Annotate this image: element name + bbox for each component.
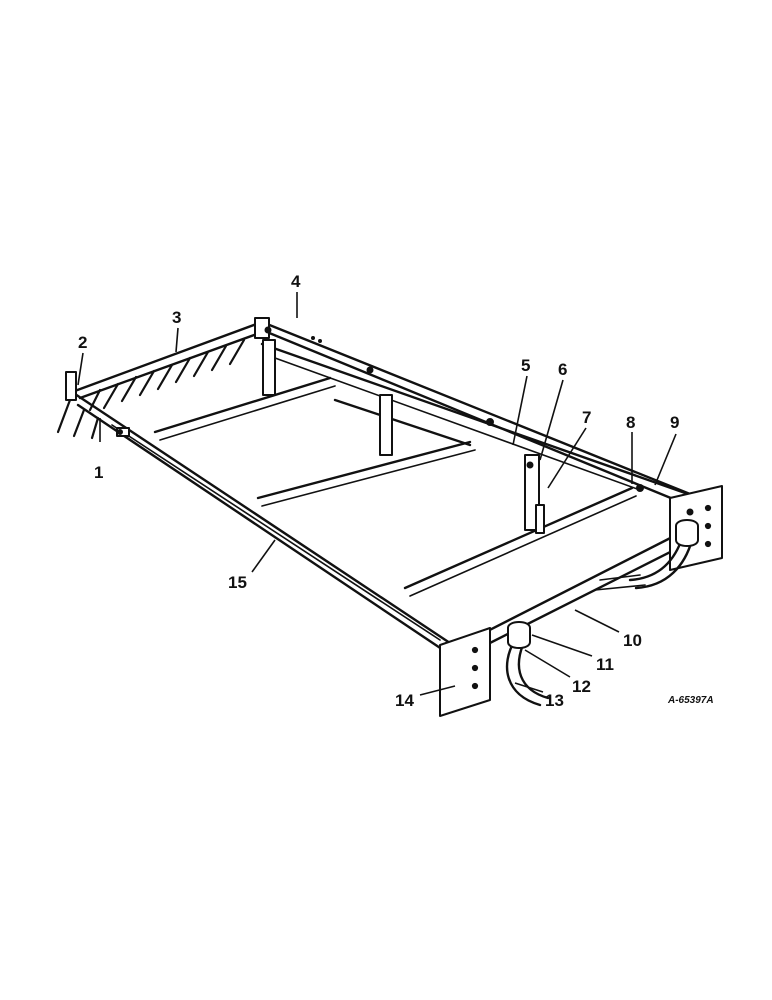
right-end-rail	[468, 526, 700, 650]
left-end-rail	[70, 320, 270, 400]
front-side-rail	[70, 390, 472, 670]
tine-comb	[56, 338, 246, 440]
callout-7: 7	[582, 408, 591, 427]
callout-15: 15	[228, 573, 247, 592]
callout-13: 13	[545, 691, 564, 710]
rear-side-rail	[260, 320, 707, 512]
callout-12: 12	[572, 677, 591, 696]
callout-14: 14	[395, 691, 414, 710]
end-plates	[439, 485, 723, 717]
callout-2: 2	[78, 333, 87, 352]
callout-1: 1	[94, 463, 103, 482]
callouts: 1 2 3 4 5 6 7 8 9 10 11 12 13 14 15	[78, 272, 679, 710]
callout-10: 10	[623, 631, 642, 650]
frame-assembly	[56, 317, 723, 717]
callout-3: 3	[172, 308, 181, 327]
leader-lines	[77, 292, 677, 696]
callout-11: 11	[596, 655, 614, 674]
upper-long-bar	[260, 342, 707, 502]
bolts	[117, 326, 694, 516]
callout-6: 6	[558, 360, 567, 379]
figure-reference: A-65397A	[667, 695, 714, 706]
bearings-hangers	[505, 519, 699, 707]
callout-5: 5	[521, 356, 530, 375]
callout-4: 4	[291, 272, 301, 291]
cross-slats	[153, 376, 637, 597]
callout-8: 8	[626, 413, 635, 432]
callout-9: 9	[670, 413, 679, 432]
uprights	[262, 339, 545, 534]
